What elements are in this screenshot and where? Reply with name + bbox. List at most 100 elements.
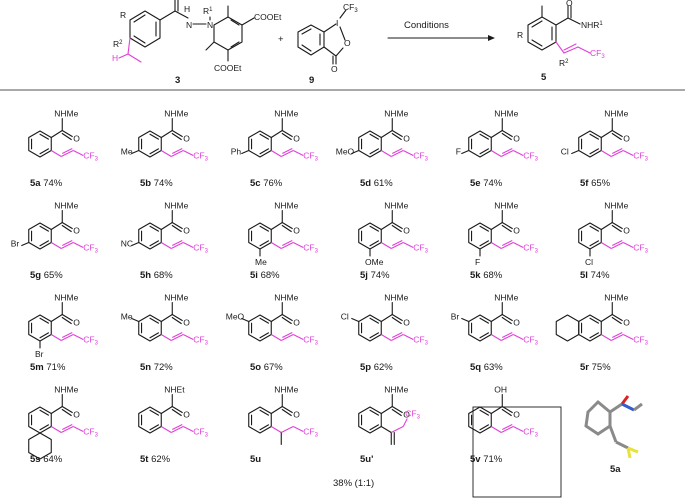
- c-o-bond: [61, 221, 73, 230]
- vinyl-bond: [490, 334, 502, 341]
- substituent-bond: [461, 149, 470, 155]
- c-o-double: [281, 132, 292, 141]
- c-o-double: [501, 316, 512, 325]
- cf3-label: CF3: [193, 243, 208, 255]
- benzene-ring: [248, 314, 272, 342]
- compound-id: 5s: [30, 454, 41, 465]
- inner-bond: [39, 225, 49, 232]
- cooet-2: COOEt: [214, 63, 242, 73]
- substituent-label: MeO: [336, 147, 355, 157]
- amide-label: NHMe: [164, 201, 188, 211]
- vinyl-bond: [281, 334, 294, 341]
- inner-bond: [39, 424, 49, 431]
- vinyl-double: [502, 332, 513, 338]
- xray-bond: [615, 440, 629, 450]
- compound-caption: 5b 74%: [140, 178, 173, 189]
- compound-id: 5g: [30, 270, 41, 281]
- vinyl-bond: [403, 242, 414, 248]
- product-cf3: CF3: [590, 48, 605, 60]
- highlight-box-5v: [472, 406, 562, 498]
- vinyl-bond: [171, 150, 184, 157]
- r1-label: R1: [203, 6, 213, 16]
- carbonyl-bond: [490, 221, 503, 231]
- compound-id: 5j: [360, 270, 368, 281]
- carbonyl-bond: [160, 221, 173, 231]
- inner-bond: [39, 133, 49, 140]
- compound-id: 5f: [580, 178, 589, 189]
- substituent-bond: [131, 149, 140, 155]
- compound-yield: 62%: [148, 454, 170, 465]
- c-o-double: [391, 408, 402, 417]
- vinyl-bond: [293, 150, 304, 156]
- compound-yield: 61%: [371, 178, 393, 189]
- carbonyl-bond: [50, 405, 63, 415]
- c-o-double: [391, 316, 402, 325]
- c-o-double: [171, 316, 182, 325]
- cf3-label: CF3: [413, 243, 428, 255]
- vinyl-double: [392, 148, 403, 154]
- allyl-bond: [402, 418, 408, 427]
- inner-bond: [149, 240, 159, 247]
- cf3-label: CF3: [83, 427, 98, 439]
- benzene-ring: [578, 222, 602, 250]
- vinyl-bond: [183, 242, 194, 248]
- c-o-bond: [281, 129, 293, 138]
- vinyl-bond: [73, 150, 84, 156]
- vinyl-bond: [50, 242, 62, 249]
- inner-bond: [589, 148, 599, 155]
- inner-bond: [259, 317, 269, 324]
- vinyl-bond: [513, 334, 524, 340]
- carbonyl-o: O: [73, 226, 80, 236]
- amide-label: NHMe: [274, 109, 298, 119]
- c-o-bond: [501, 221, 513, 230]
- compound-caption: 5c 76%: [250, 178, 283, 189]
- carbonyl-o: O: [403, 410, 410, 420]
- compound-caption: 5o 67%: [250, 362, 283, 373]
- carbonyl-o: O: [73, 134, 80, 144]
- carbonyl-bond: [160, 129, 173, 139]
- vinyl-bond: [73, 334, 84, 340]
- benzene-ring: [578, 314, 602, 342]
- inner-bond: [479, 409, 489, 416]
- substituent-bond: [241, 317, 250, 323]
- inner-bond: [369, 148, 379, 155]
- amide-label: NHMe: [54, 385, 78, 395]
- substituent-bond: [461, 317, 470, 323]
- c-o-double: [61, 224, 72, 233]
- vinyl-bond: [50, 426, 62, 433]
- carbonyl-o: O: [183, 410, 190, 420]
- carbonyl-o: O: [293, 318, 300, 328]
- carbonyl-o: O: [513, 318, 520, 328]
- c-o-double: [611, 316, 622, 325]
- amide-label: NHMe: [54, 201, 78, 211]
- r-label: R: [120, 10, 126, 20]
- compound-yield: 67%: [261, 362, 283, 373]
- vinyl-bond: [611, 150, 624, 157]
- substituent-label: Cl: [341, 312, 349, 322]
- carbonyl-bond: [380, 313, 393, 323]
- compound-caption: 5u: [250, 454, 261, 465]
- substituent-label: Me: [121, 312, 133, 322]
- substituent-label: Br: [451, 312, 460, 322]
- inner-bond: [589, 133, 599, 140]
- carbonyl-o: O: [403, 226, 410, 236]
- inner-bond: [259, 225, 269, 232]
- xray-bond-n: [621, 402, 635, 412]
- carbonyl-bond: [600, 221, 613, 231]
- amide-h: H: [184, 4, 190, 14]
- compound-caption: 5p 62%: [360, 362, 393, 373]
- vinyl-bond: [403, 150, 414, 156]
- vinyl-bond: [513, 426, 524, 432]
- c-o-double: [391, 224, 402, 233]
- inner-bond: [149, 332, 159, 339]
- compound-caption: 5m 71%: [30, 362, 66, 373]
- compound-caption: 5i 68%: [250, 270, 280, 281]
- carbonyl-o: O: [73, 410, 80, 420]
- vinyl-bond: [61, 426, 74, 433]
- c-o-double: [61, 408, 72, 417]
- vinyl-bond: [380, 334, 392, 341]
